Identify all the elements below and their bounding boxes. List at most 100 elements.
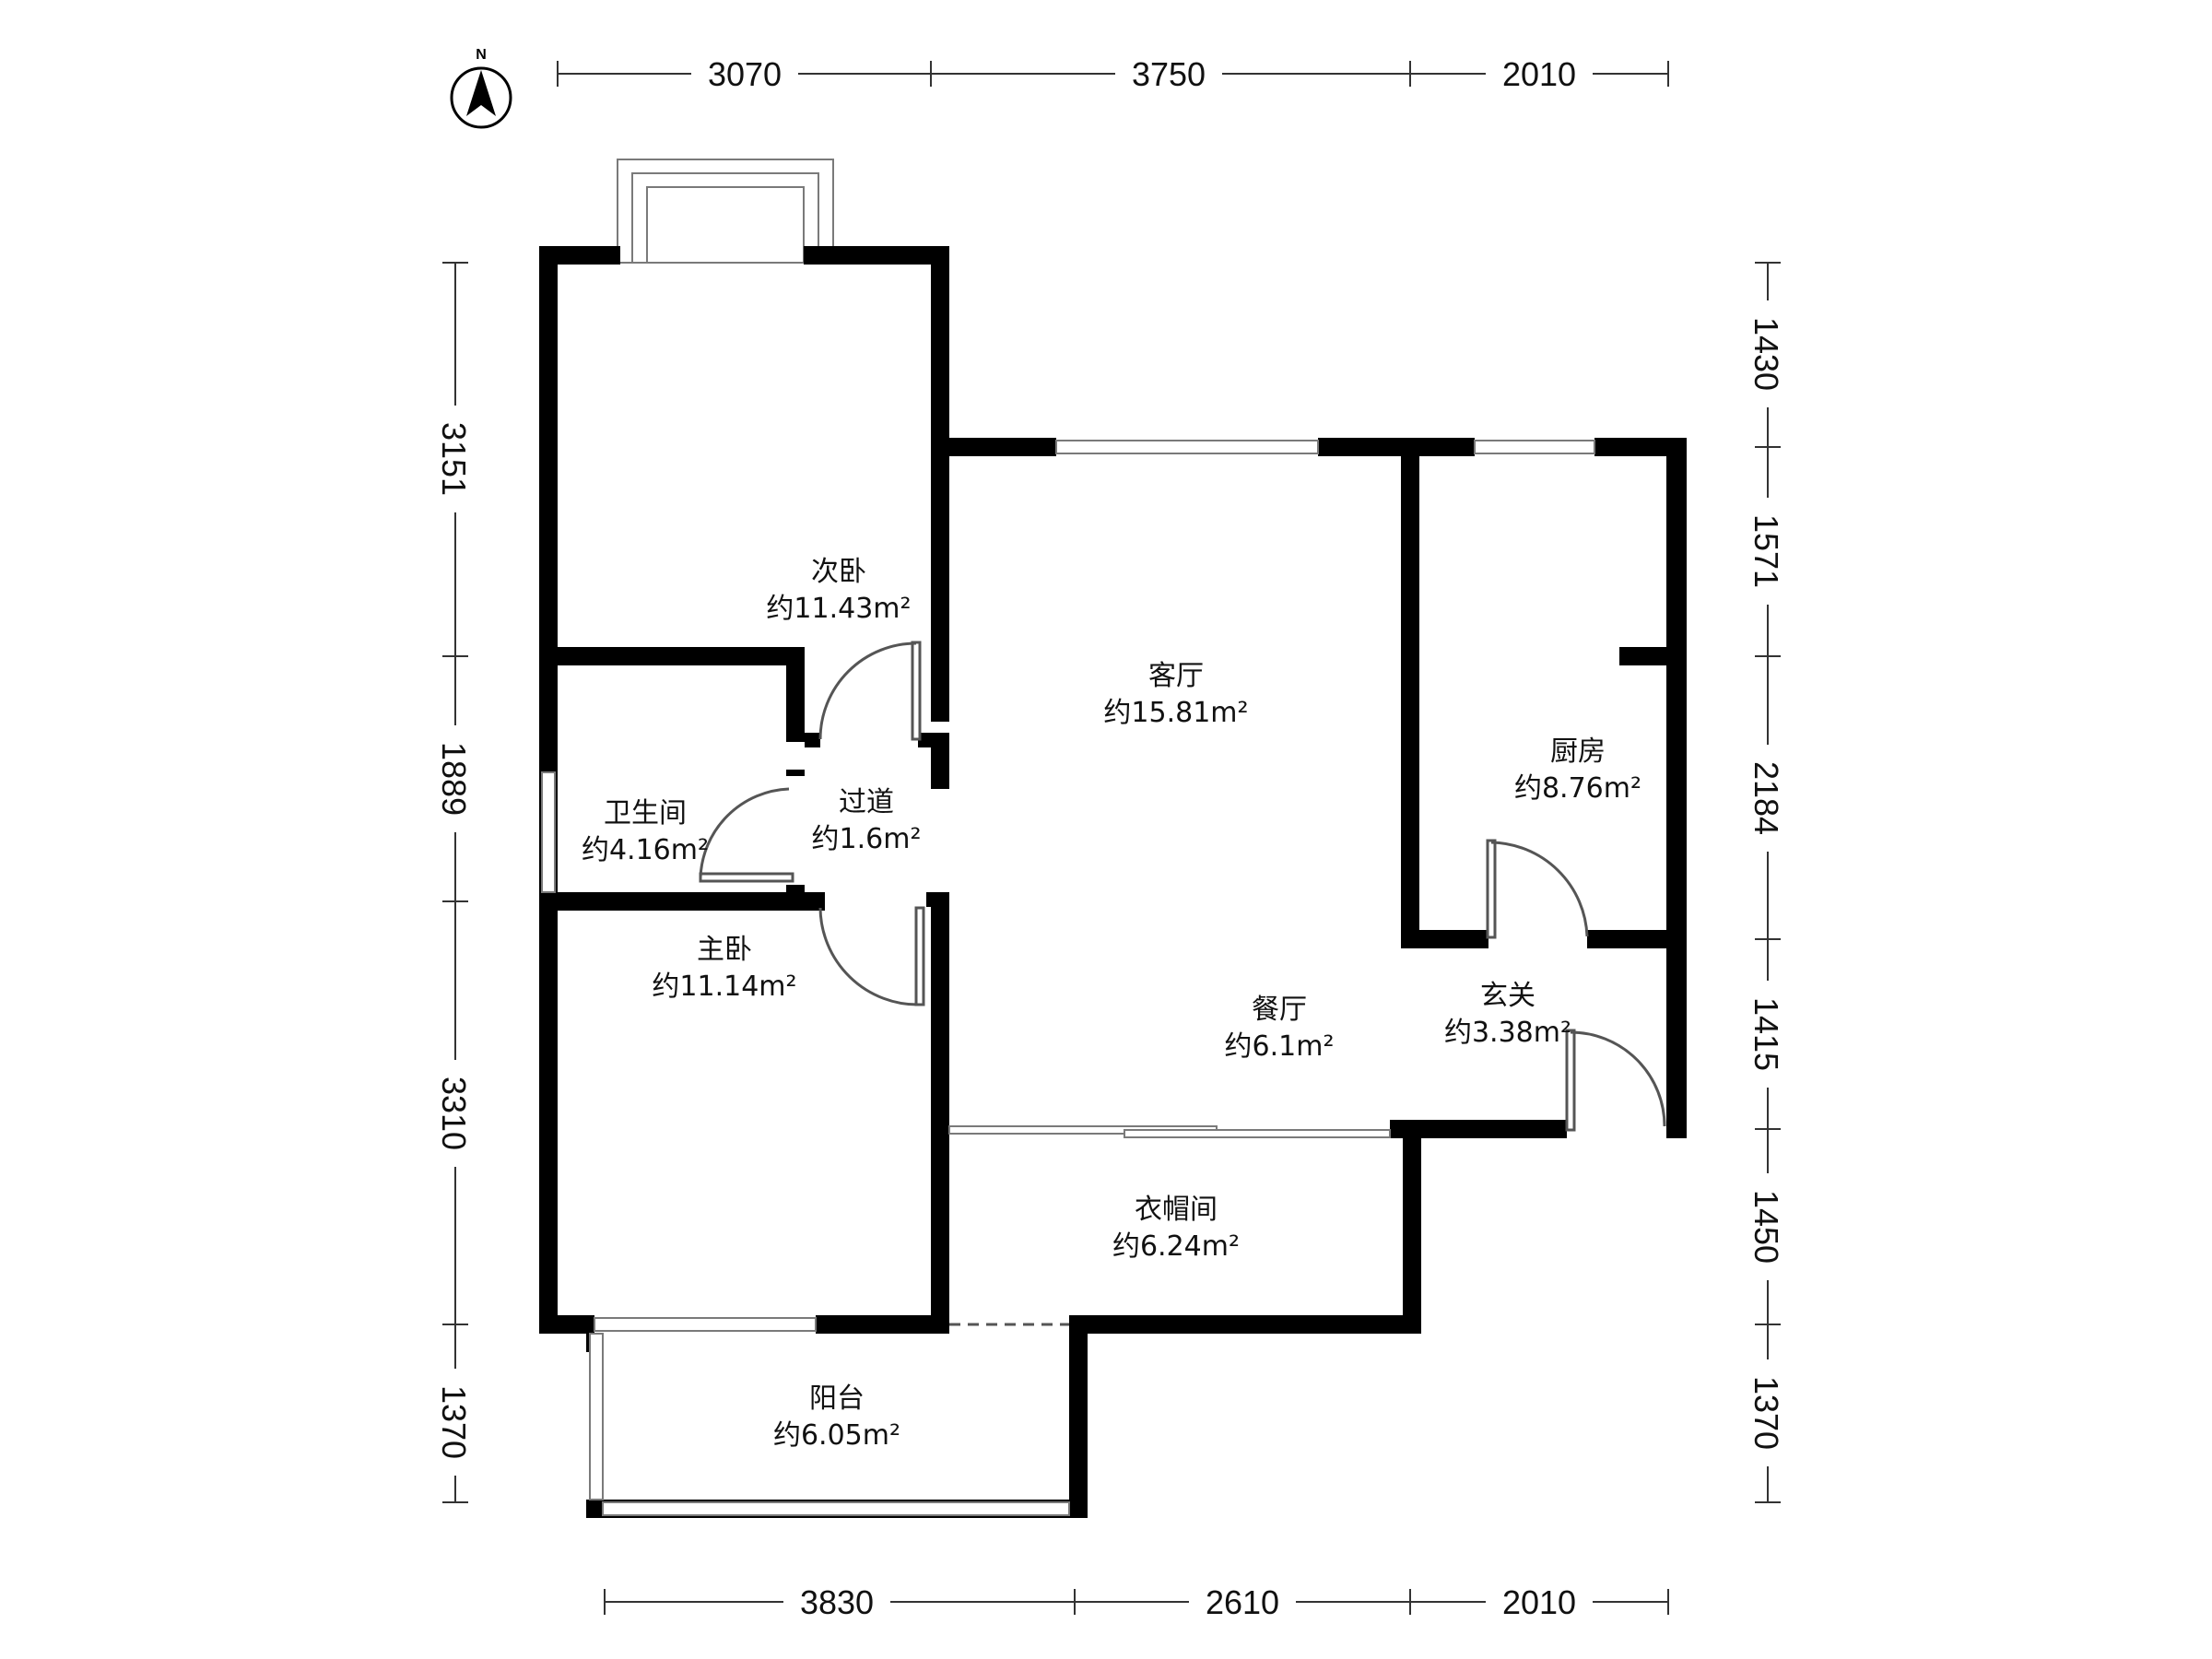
kitchen-stub (1619, 647, 1666, 665)
sliding-door-panel (1124, 1129, 1391, 1138)
room-name: 餐厅 (1252, 994, 1307, 1026)
room-area: 约1.6m² (812, 823, 922, 855)
kitchen-window (1474, 440, 1595, 454)
dimensions: 3070 3750 2010 3830 2610 2010 3151 1889 … (435, 53, 1788, 1622)
door-swing (818, 907, 921, 1006)
room-area: 约6.05m² (773, 1419, 900, 1452)
room-cloakroom: 衣帽间 约6.24m² (1112, 1194, 1240, 1263)
door-swing (818, 641, 917, 740)
room-area: 约11.14m² (652, 971, 796, 1003)
room-second-bedroom: 次卧 约11.43m² (766, 556, 911, 625)
room-name: 阳台 (809, 1382, 865, 1415)
room-area: 约15.81m² (1103, 697, 1248, 729)
room-labels: 次卧 约11.43m² 客厅 约15.81m² 厨房 约8.76m² 卫生间 约… (582, 556, 1641, 1452)
room-name: 衣帽间 (1135, 1194, 1218, 1226)
room-master-bedroom: 主卧 约11.14m² (652, 934, 796, 1003)
bay-window (617, 159, 834, 264)
door-leaf (911, 641, 922, 741)
bottom-dimension-2: 2610 (1206, 1583, 1279, 1621)
room-name: 主卧 (697, 934, 752, 966)
wall-segment (1587, 930, 1666, 948)
room-area: 约4.16m² (582, 834, 709, 866)
room-area: 约6.24m² (1112, 1230, 1240, 1263)
master-window (594, 1317, 817, 1332)
bottom-dimension-1: 3830 (800, 1583, 874, 1621)
wall-stub (926, 892, 949, 907)
room-name: 厨房 (1550, 735, 1606, 768)
master-bedroom-door[interactable] (818, 906, 925, 1006)
wall-segment (1419, 930, 1488, 948)
bottom-dimension-3: 2010 (1502, 1583, 1576, 1621)
left-dimension-4: 1370 (435, 1385, 473, 1459)
wall-stub (786, 770, 805, 776)
top-dimension-3: 2010 (1502, 55, 1576, 93)
bathroom-door[interactable] (699, 787, 794, 883)
room-name: 次卧 (811, 556, 866, 588)
door-swing (1570, 1030, 1666, 1127)
doors[interactable] (699, 641, 1666, 1132)
door-leaf (1565, 1029, 1576, 1132)
door-swing (1490, 841, 1589, 937)
north-compass: N (450, 47, 512, 129)
kitchen-west-wall (1401, 456, 1419, 948)
top-dimension-2: 3750 (1132, 55, 1206, 93)
wall-segment (949, 438, 1056, 456)
balcony-east-wall (1069, 1334, 1088, 1518)
door-leaf (1486, 839, 1497, 939)
wall-segment (539, 246, 620, 265)
left-dimension-1: 3151 (435, 422, 473, 496)
bath-top-wall (558, 647, 805, 665)
living-window (1055, 440, 1319, 454)
bath-bottom-wall (558, 892, 825, 911)
right-dimension-3: 2184 (1747, 761, 1785, 835)
wall-segment (816, 1315, 949, 1334)
entrance-door[interactable] (1565, 1029, 1666, 1132)
room-bathroom: 卫生间 约4.16m² (582, 797, 709, 866)
room-name: 玄关 (1480, 980, 1535, 1012)
room-corridor: 过道 约1.6m² (812, 786, 922, 855)
right-dimension-5: 1450 (1747, 1190, 1785, 1264)
entrance-bottom-wall (1390, 1120, 1567, 1138)
top-dimension-1: 3070 (708, 55, 782, 93)
room-name: 过道 (839, 786, 894, 818)
room-area: 约11.43m² (766, 593, 911, 625)
wall-segment (1594, 438, 1687, 456)
master-east-wall (931, 907, 949, 1333)
room-area: 约3.38m² (1444, 1017, 1571, 1049)
left-dimension-2: 1889 (435, 742, 473, 816)
room-name: 卫生间 (604, 797, 687, 830)
north-arrow-icon (466, 70, 496, 116)
wall-segment (804, 246, 949, 265)
compass-label: N (476, 47, 487, 63)
bedroom-east-wall (931, 246, 949, 722)
room-name: 客厅 (1148, 660, 1204, 692)
right-dimension-6: 1370 (1747, 1376, 1785, 1450)
door-swing (699, 787, 790, 878)
cloak-east-wall (1403, 1138, 1421, 1334)
wall-stub (918, 733, 949, 747)
left-dimension-3: 3310 (435, 1077, 473, 1150)
balcony-south-window (602, 1501, 1070, 1516)
room-dining-room: 餐厅 约6.1m² (1225, 994, 1335, 1063)
second-bedroom-door[interactable] (818, 641, 922, 741)
windows (541, 440, 1595, 1516)
bay-window-inner (646, 186, 805, 264)
wall-segment (931, 747, 949, 789)
balcony-west-window (589, 1333, 604, 1500)
right-dimension-2: 1571 (1747, 514, 1785, 588)
bath-window (541, 771, 556, 893)
cloak-bottom-wall (1069, 1315, 1421, 1334)
wall-segment (539, 1315, 594, 1334)
right-dimension-4: 1415 (1747, 997, 1785, 1071)
room-area: 约8.76m² (1514, 772, 1641, 805)
wall-stub (805, 733, 820, 747)
room-entrance: 玄关 约3.38m² (1444, 980, 1571, 1049)
wall-segment (1318, 438, 1475, 456)
right-dimension-1: 1430 (1747, 317, 1785, 391)
room-balcony: 阳台 约6.05m² (773, 1382, 900, 1452)
door-leaf (699, 872, 794, 883)
door-leaf (914, 906, 925, 1006)
room-living-room: 客厅 约15.81m² (1103, 660, 1248, 729)
kitchen-door[interactable] (1486, 839, 1589, 939)
